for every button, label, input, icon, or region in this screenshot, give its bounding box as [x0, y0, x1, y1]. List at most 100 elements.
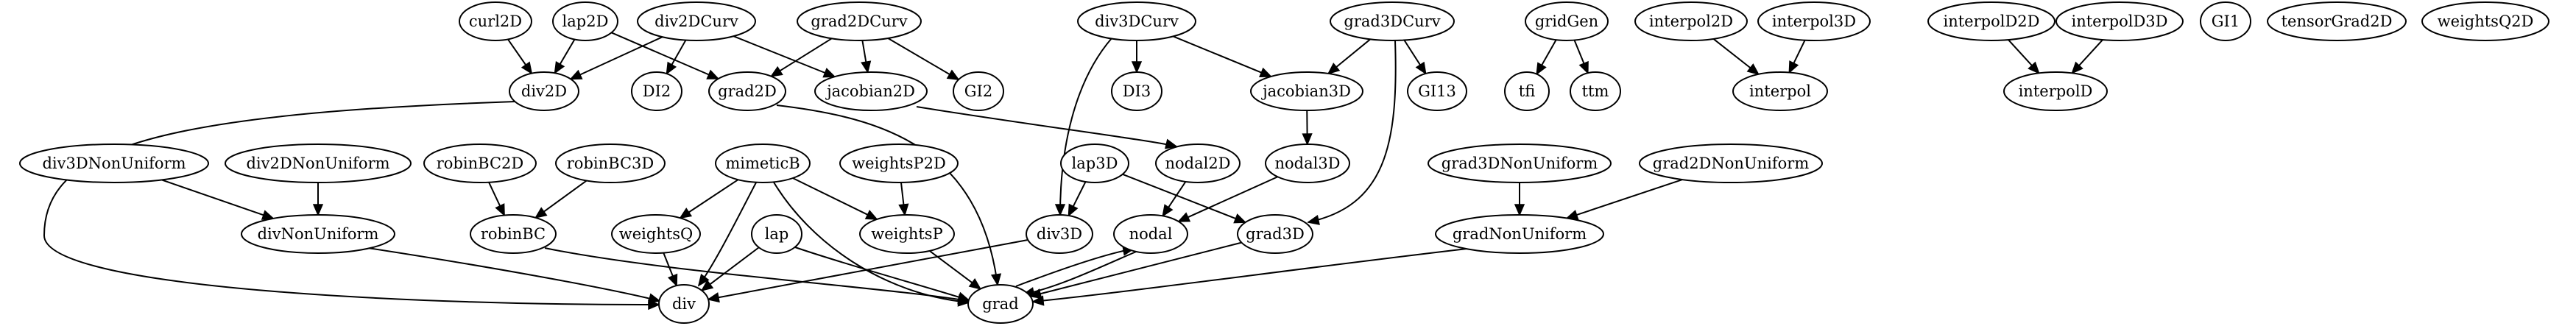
edge-lap2-d-to-div2-d — [554, 39, 576, 74]
node-grad3-d: grad3D — [1237, 214, 1313, 254]
node-shape — [1155, 143, 1241, 183]
edge-arrowhead — [946, 69, 960, 81]
node-div3-dnon-uniform: div3DNonUniform — [19, 143, 209, 183]
node-shape — [1026, 214, 1093, 254]
edge-arrowhead — [1307, 214, 1320, 225]
edge-arrowhead — [1514, 204, 1525, 216]
node-jacobian3-d: jacobian3D — [1250, 71, 1363, 111]
edge-line — [1167, 181, 1187, 210]
edge-arrowhead — [495, 203, 505, 217]
node-tensor-grad2-d: tensorGrad2D — [2267, 1, 2407, 41]
edge-line — [1334, 38, 1371, 69]
node-label: weightsQ2D — [2438, 13, 2534, 30]
edge-line — [488, 182, 501, 208]
edge-grad3-dnon-uniform-to-grad-non-uniform — [1514, 183, 1525, 216]
node-label: grad3D — [1246, 225, 1305, 243]
node-shape — [1060, 143, 1129, 183]
node-shape — [509, 71, 579, 111]
node-grad2-dnon-uniform: grad2DNonUniform — [1639, 143, 1823, 183]
edge-interpol2-d-to-interpol — [1712, 38, 1760, 76]
edge-line — [1308, 40, 1397, 223]
node-shape — [1570, 71, 1621, 111]
node-robin-bc3-d: robinBC3D — [555, 143, 666, 183]
edge-arrowhead — [1259, 67, 1273, 78]
node-shape — [631, 71, 682, 111]
node-interpol3-d: interpol3D — [1757, 1, 1871, 41]
node-shape — [1757, 1, 1871, 41]
node-shape — [555, 143, 666, 183]
edge-line — [1173, 35, 1263, 74]
edge-div3-dcurv-to-di3 — [1131, 40, 1143, 74]
edge-line — [578, 36, 663, 77]
edge-arrowhead — [2071, 61, 2083, 74]
edge-grad3-d-to-grad — [1028, 241, 1242, 299]
node-lap3-d: lap3D — [1060, 143, 1129, 183]
edge-div2-d-to-div — [43, 101, 660, 311]
node-label: grad — [982, 295, 1018, 313]
node-label: div2D — [521, 82, 567, 100]
node-weights-q2-d: weightsQ2D — [2421, 1, 2549, 41]
node-interpol-d: interpolD — [2003, 71, 2108, 111]
node-label: weightsQ — [619, 225, 694, 243]
node-shape — [1428, 143, 1612, 183]
edge-line — [1059, 38, 1112, 216]
edge-jacobian3-d-to-nodal3-d — [1302, 110, 1313, 146]
edge-mimetic-b-to-weights-q — [679, 179, 739, 219]
node-label: grad3DCurv — [1344, 13, 1440, 30]
edge-div3-dcurv-to-jacobian3-d — [1173, 35, 1273, 78]
edge-arrowhead — [1177, 212, 1191, 222]
edge-grad-non-uniform-to-grad — [1031, 247, 1481, 306]
node-label: div3DCurv — [1095, 13, 1179, 30]
edge-line — [792, 177, 869, 216]
node-grad: grad — [967, 284, 1034, 324]
node-label: DI3 — [1123, 82, 1151, 100]
node-shape — [967, 284, 1034, 324]
node-shape — [1407, 71, 1467, 111]
edge-line — [544, 247, 970, 302]
edge-line — [716, 238, 1028, 299]
edge-robin-bc3-d-to-robin-bc — [534, 180, 587, 219]
edge-line — [1038, 241, 1242, 295]
edge-arrowhead — [822, 68, 836, 78]
node-shape — [1077, 1, 1196, 41]
node-label: weightsP — [871, 225, 942, 243]
edge-line — [887, 38, 952, 76]
node-grid-gen: gridGen — [1525, 1, 1609, 41]
node-shape — [225, 143, 412, 183]
node-label: GI1 — [2212, 13, 2240, 30]
node-shape — [1504, 71, 1550, 111]
edge-div2-dcurv-to-jacobian2-d — [733, 35, 836, 78]
node-gi13: GI13 — [1407, 71, 1467, 111]
edge-arrowhead — [861, 60, 872, 74]
node-label: robinBC — [481, 225, 546, 243]
edge-weights-q-to-div — [663, 252, 678, 287]
edge-interpol3-d-to-interpol — [1788, 40, 1806, 74]
edge-nodal3-d-to-nodal — [1177, 176, 1278, 222]
edge-arrowhead — [554, 60, 565, 74]
node-shape — [797, 1, 922, 41]
node-label: lap — [765, 225, 789, 243]
node-label: interpolD3D — [2072, 13, 2168, 30]
edge-line — [558, 39, 576, 66]
node-label: interpolD2D — [1944, 13, 2040, 30]
edge-arrowhead — [1162, 204, 1174, 218]
node-div2-dnon-uniform: div2DNonUniform — [225, 143, 412, 183]
edge-arrowhead — [667, 273, 678, 287]
edge-lap-to-div — [700, 247, 760, 291]
edge-interpol-d2-d-to-interpol-d — [2008, 39, 2040, 74]
edge-arrowhead — [968, 278, 982, 290]
edge-line — [611, 32, 711, 77]
node-gi2: GI2 — [953, 71, 1004, 111]
node-interpol-d2-d: interpolD2D — [1927, 1, 2055, 41]
edge-arrowhead — [1028, 288, 1042, 299]
edge-arrowhead — [864, 210, 878, 220]
edge-line — [1573, 40, 1586, 65]
node-robin-bc: robinBC — [470, 214, 557, 254]
node-shape — [1927, 1, 2055, 41]
edge-grad2-dcurv-to-grad2-d — [769, 38, 833, 77]
edge-curl2-d-to-div2-d — [507, 38, 533, 75]
edge-lap2-d-to-grad2-d — [611, 32, 720, 79]
node-label: tensorGrad2D — [2282, 13, 2393, 30]
edge-line — [900, 182, 905, 207]
node-shape — [611, 214, 701, 254]
